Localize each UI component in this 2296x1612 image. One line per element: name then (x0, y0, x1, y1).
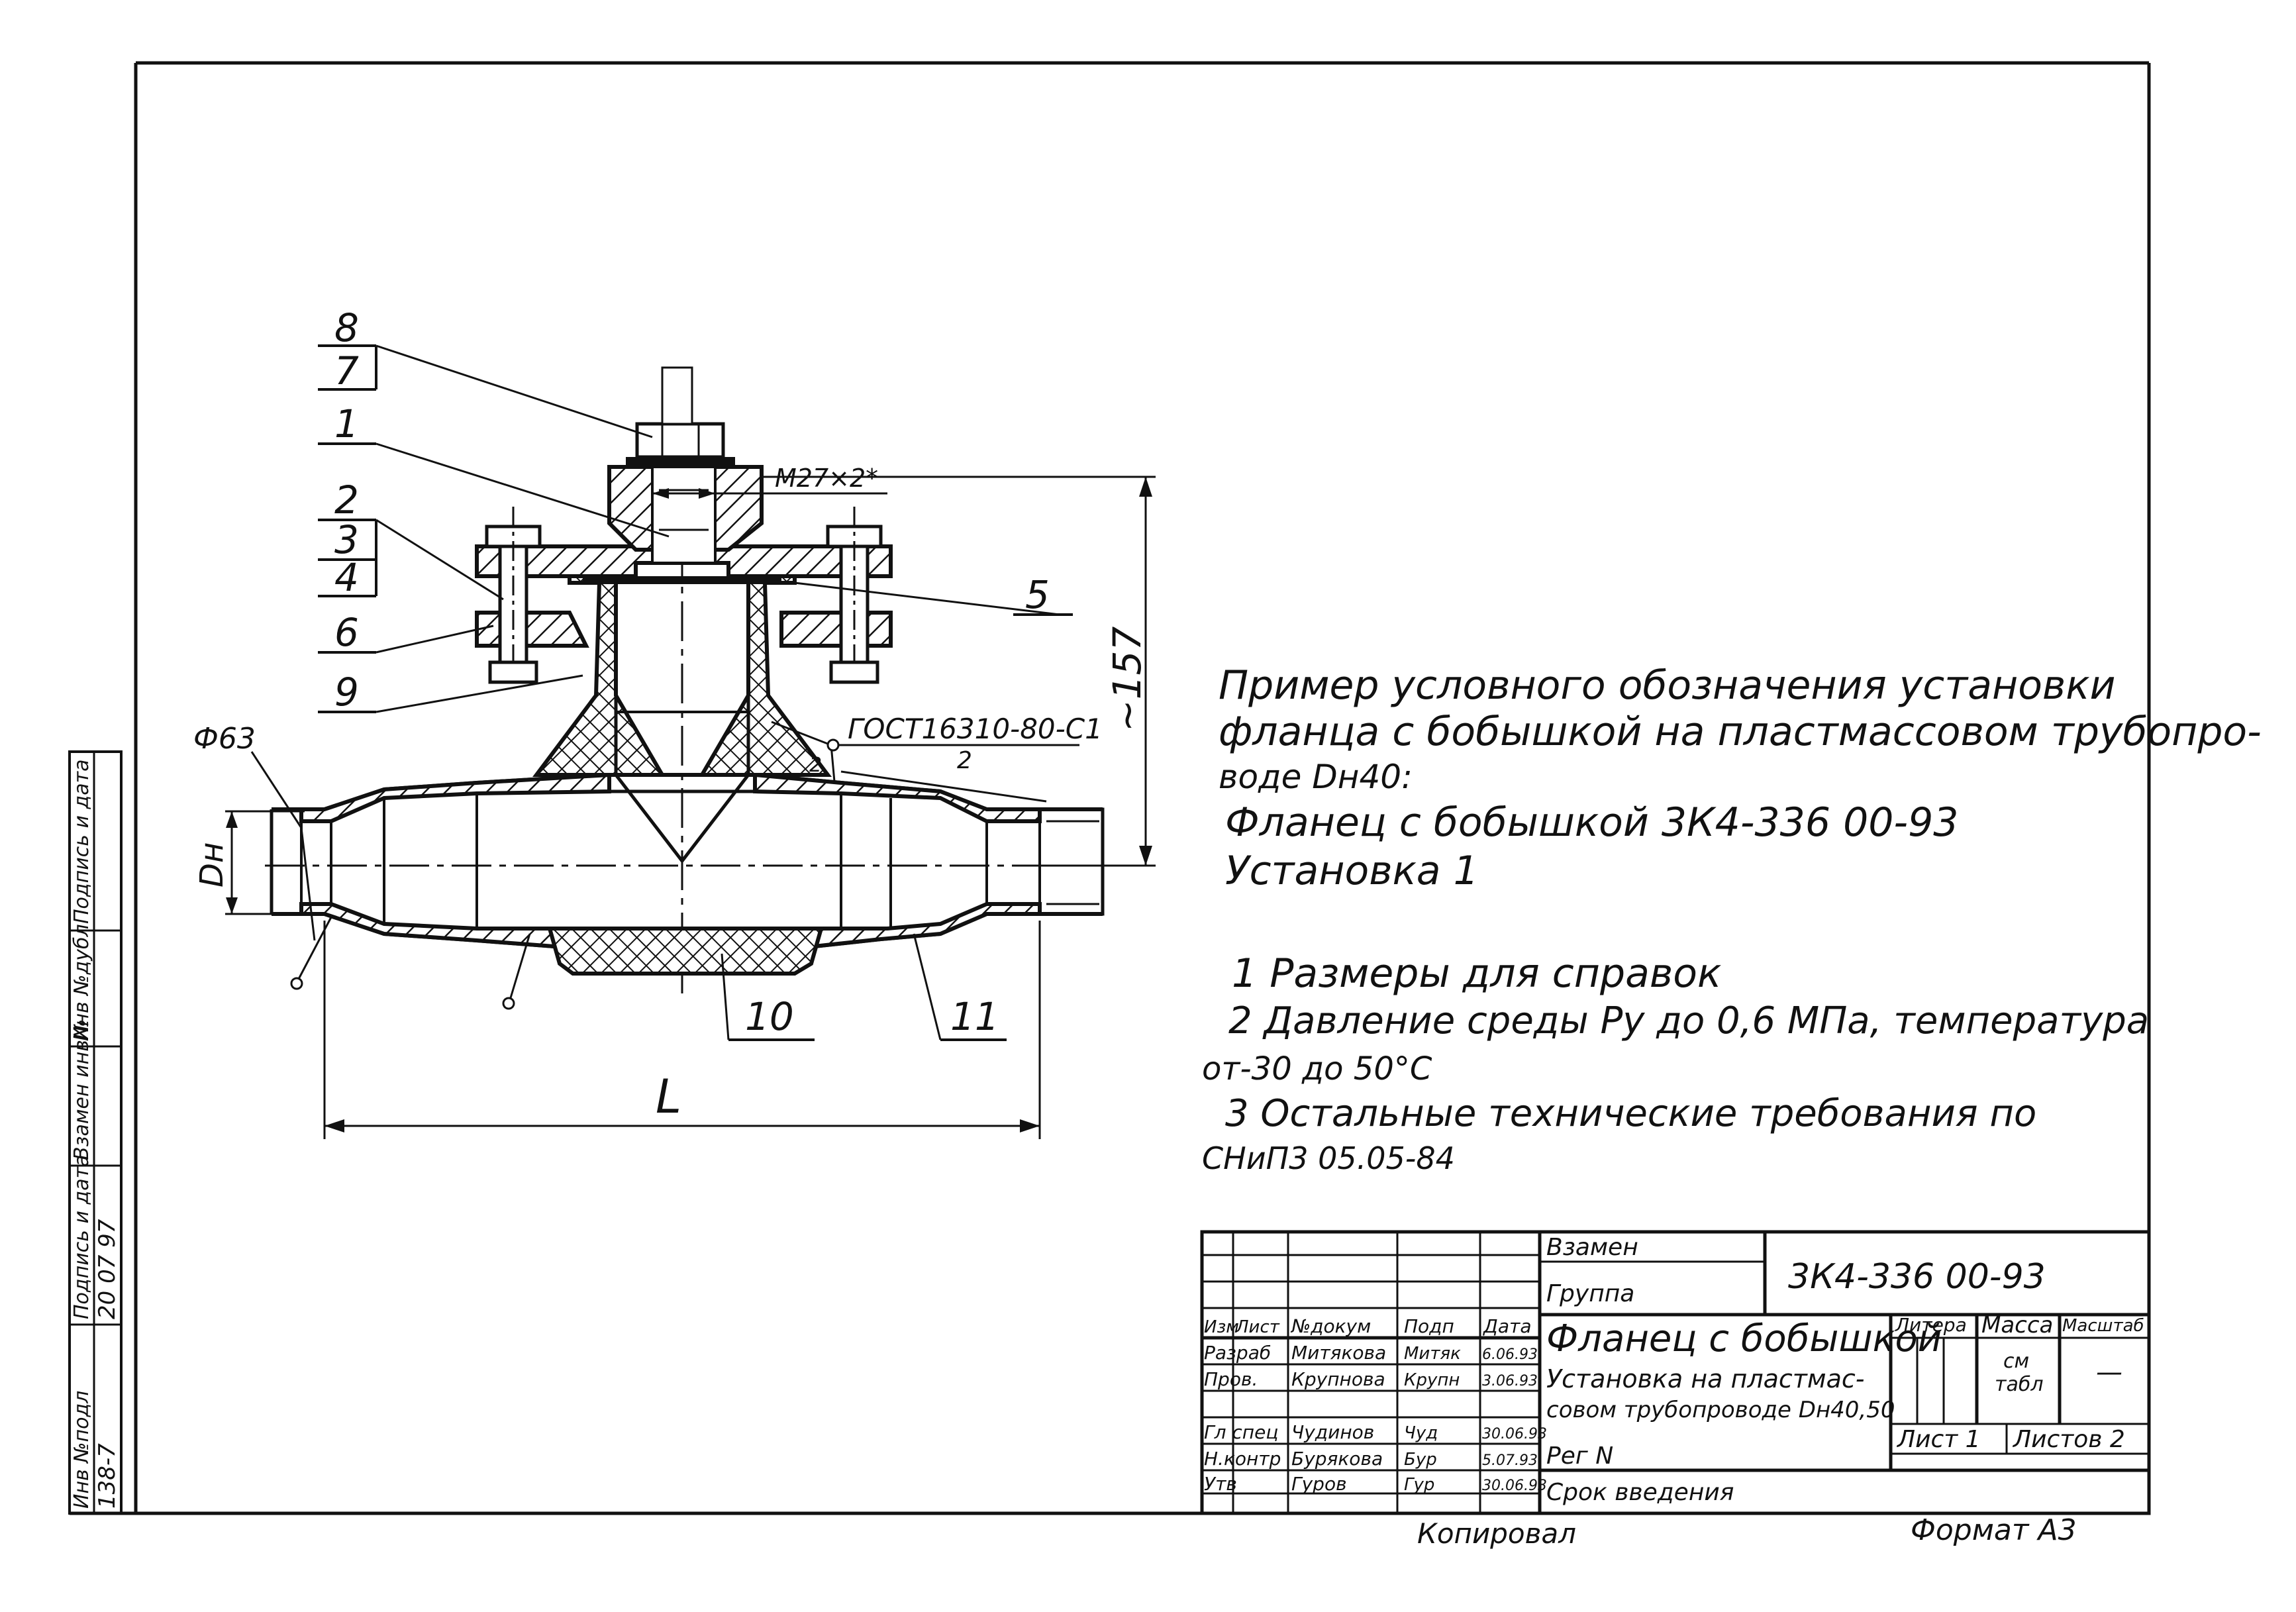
callout-11: 11 (950, 994, 999, 1039)
example-line-2: фланца с бобышкой на пластмассовом трубо… (1219, 709, 2262, 755)
dn-label: Dн (193, 842, 230, 887)
example-line-3: воде Dн40: (1219, 758, 1413, 796)
callout-10: 10 (745, 994, 794, 1039)
name: Гуров (1291, 1473, 1347, 1495)
signature: Митяк (1404, 1344, 1461, 1364)
mass-value-1: см (2003, 1350, 2029, 1373)
requirement-2: 2 Давление среды Py до 0,6 МПа, температ… (1228, 999, 2149, 1042)
mass-value-2: табл (1995, 1373, 2044, 1396)
requirement-1: 1 Размеры для справок (1232, 950, 1721, 997)
requirement-2-cont: от-30 до 50°С (1202, 1050, 1432, 1087)
date: 5.07.93 (1482, 1452, 1538, 1469)
callout-7: 7 (334, 348, 359, 393)
col-docnum: №докум (1290, 1315, 1371, 1337)
signature: Гур (1404, 1475, 1434, 1495)
requirement-3: 3 Остальные технические требования по (1225, 1092, 2036, 1135)
col-sign: Подп (1404, 1315, 1454, 1337)
length-dimension: L (656, 1070, 681, 1124)
name: Чудинов (1291, 1421, 1374, 1443)
bolt-right (826, 507, 883, 684)
sheets-total: Листов 2 (2012, 1426, 2125, 1453)
title-block-subtitle-2: совом трубопроводе Dн40,50 (1546, 1397, 1895, 1423)
scale-header: Масштаб (2062, 1316, 2144, 1336)
left-binding-strip: Подпись и дата Инв №дубл Взамен инв№ Под… (68, 750, 123, 1515)
name: Крупнова (1291, 1368, 1385, 1390)
requirement-3-cont: СНиП3 05.05-84 (1202, 1140, 1455, 1176)
strip-value-date: 20 07 97 (94, 1219, 121, 1319)
sheet-format: Формат А3 (1911, 1513, 2077, 1547)
title-block: Взамен Группа 3К4-336 00-93 Фланец с боб… (1200, 1230, 2151, 1515)
callout-3: 3 (334, 517, 359, 562)
role: Гл спец (1204, 1421, 1278, 1443)
callout-6: 6 (334, 610, 359, 655)
reg-number: Рег N (1546, 1442, 1613, 1470)
dimensions: ~157 M27×2* L Dн Ф63 ГОСТ (193, 464, 1156, 1139)
strip-field-sign-date-2: Подпись и дата (70, 1155, 93, 1320)
person-row-chief-spec: Гл спец Чудинов Чуд 30.06.93 (1204, 1421, 1547, 1443)
date: 3.06.93 (1482, 1373, 1538, 1389)
role: Утв (1204, 1473, 1237, 1495)
name: Митякова (1291, 1342, 1386, 1364)
callout-5: 5 (1025, 572, 1050, 617)
example-line-4: Фланец с бобышкой 3К4-336 00-93 (1225, 799, 1958, 846)
person-row-approved: Утв Гуров Гур 30.06.93 (1204, 1473, 1547, 1495)
notes-block: Пример условного обозначения установки ф… (1202, 662, 2262, 1176)
title-block-title: Фланец с бобышкой (1546, 1317, 1942, 1360)
callout-4: 4 (334, 555, 359, 600)
col-date: Дата (1482, 1315, 1532, 1337)
copied-by: Копировал (1417, 1517, 1576, 1550)
role: Н.контр (1204, 1448, 1281, 1470)
literal-header: Литера (1895, 1314, 1967, 1336)
doc-number: 3К4-336 00-93 (1788, 1257, 2046, 1297)
callout-2: 2 (334, 478, 359, 523)
callout-8: 8 (334, 305, 359, 350)
start-date: Срок введения (1546, 1479, 1734, 1506)
example-line-5: Установка 1 (1225, 848, 1479, 894)
col-change: Изм (1204, 1317, 1239, 1337)
callout-1: 1 (334, 401, 359, 446)
date: 30.06.93 (1482, 1478, 1547, 1494)
weld-standard: ГОСТ16310-80-С1 (848, 713, 1103, 745)
strip-value-inv: 138-7 (94, 1443, 121, 1509)
callout-9: 9 (334, 670, 359, 715)
callouts: 8 7 1 2 3 4 6 9 5 10 11 (318, 305, 1073, 1041)
strip-field-replaces-inv: Взамен инв№ (70, 1019, 93, 1160)
replaces-label: Взамен (1546, 1234, 1638, 1261)
phi-label: Ф63 (193, 722, 256, 756)
person-row-norm-control: Н.контр Бурякова Бур 5.07.93 (1204, 1448, 1538, 1470)
strip-field-orig-inv: Инв №подл (70, 1391, 93, 1509)
strip-field-sign-date: Подпись и дата (70, 760, 93, 925)
date: 6.06.93 (1482, 1346, 1538, 1363)
sheet-number: Лист 1 (1896, 1426, 1981, 1453)
signature: Бур (1404, 1450, 1437, 1470)
example-line-1: Пример условного обозначения установки (1219, 662, 2116, 709)
role: Пров. (1204, 1368, 1258, 1390)
flange-assembly-drawing (265, 366, 1139, 993)
strip-field-dup-inv: Инв №дубл (70, 924, 93, 1041)
thread-label: M27×2* (775, 464, 878, 493)
group-label: Группа (1546, 1280, 1634, 1307)
role: Разраб (1204, 1342, 1271, 1364)
mass-header: Масса (1981, 1312, 2053, 1338)
scale-value: — (2096, 1357, 2122, 1387)
title-block-subtitle-1: Установка на пластмас- (1546, 1364, 1865, 1393)
height-dimension: ~157 (1105, 627, 1150, 732)
bolt-left (485, 507, 542, 684)
weld-number: 2 (957, 747, 972, 774)
col-sheet: Лист (1235, 1317, 1280, 1337)
signature: Чуд (1404, 1423, 1438, 1443)
person-row-checker: Пров. Крупнова Крупн 3.06.93 (1204, 1368, 1538, 1390)
person-row-developer: Разраб Митякова Митяк 6.06.93 (1204, 1342, 1538, 1364)
date: 30.06.93 (1482, 1426, 1547, 1442)
name: Бурякова (1291, 1448, 1383, 1470)
signature: Крупн (1404, 1370, 1460, 1390)
weld-tick: 2 (809, 754, 822, 777)
